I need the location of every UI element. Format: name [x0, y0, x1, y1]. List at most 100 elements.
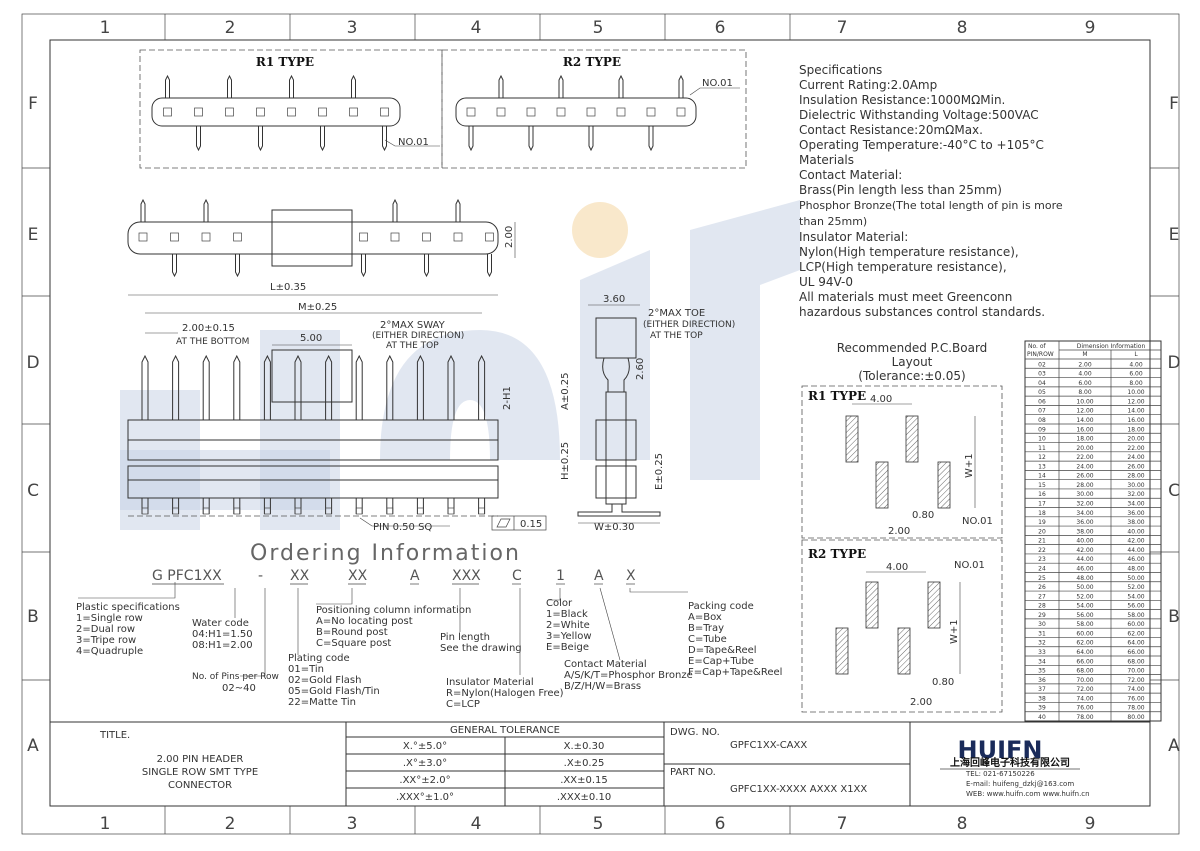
- table-cell: 29: [1038, 612, 1046, 619]
- positioning-info: A=No locating post: [316, 616, 413, 627]
- ordering-code-segment: -: [258, 568, 263, 584]
- table-cell: 18: [1038, 510, 1046, 517]
- table-cell: 44.00: [1127, 547, 1144, 554]
- dim-pitch: 2.00±0.15: [182, 323, 235, 334]
- table-cell: 39: [1038, 705, 1046, 712]
- table-cell: 22.00: [1127, 445, 1144, 452]
- dim-2-h1: 2-H1: [502, 386, 513, 410]
- table-cell: 32: [1038, 640, 1046, 647]
- table-cell: 32.00: [1076, 501, 1093, 508]
- table-cell: 13: [1038, 463, 1046, 470]
- plating-code: 02=Gold Flash: [288, 675, 361, 686]
- spec-line: Specifications: [799, 63, 882, 77]
- table-cell: 54.00: [1076, 603, 1093, 610]
- color-code: E=Beige: [546, 642, 589, 653]
- table-cell: 31: [1038, 630, 1046, 637]
- table-cell: 30.00: [1127, 482, 1144, 489]
- table-cell: 19: [1038, 519, 1046, 526]
- table-cell: 14.00: [1076, 417, 1093, 424]
- packing-code: E=Cap+Tube: [688, 656, 754, 667]
- general-tolerance: GENERAL TOLERANCE: [450, 725, 560, 736]
- part-number: GPFC1XX-XXXX AXXX X1XX: [730, 784, 867, 795]
- table-cell: 18.00: [1127, 426, 1144, 433]
- ordering-code-segment: G PFC1XX: [152, 568, 222, 584]
- table-cell: 42.00: [1076, 547, 1093, 554]
- dim-flat: 0.15: [520, 519, 542, 530]
- table-cell: 16.00: [1076, 426, 1093, 433]
- insulator-material: C=LCP: [446, 699, 480, 710]
- table-cell: 20: [1038, 528, 1046, 535]
- pins-per-row: No. of Pins per Row: [192, 672, 279, 682]
- dim-at-top-1: AT THE TOP: [386, 341, 439, 351]
- grid-col-top-7: 7: [837, 18, 848, 38]
- table-cell: 40.00: [1127, 528, 1144, 535]
- pcb-r1-0-80: 0.80: [912, 510, 934, 521]
- pin-length: Pin length: [440, 632, 490, 643]
- grid-col-bottom-6: 6: [715, 814, 726, 834]
- table-cell: 26.00: [1127, 463, 1144, 470]
- positioning-info: Positioning column information: [316, 605, 471, 616]
- table-cell: 12: [1038, 454, 1046, 461]
- grid-col-top-4: 4: [471, 18, 482, 38]
- table-cell: 24: [1038, 565, 1046, 572]
- pcb-r2-0-80: 0.80: [932, 677, 954, 688]
- table-cell: 28.00: [1127, 473, 1144, 480]
- table-cell: 56.00: [1127, 603, 1144, 610]
- contact-material: B/Z/H/W=Brass: [564, 681, 641, 692]
- color-code: 3=Yellow: [546, 631, 592, 642]
- dim-5-00: 5.00: [300, 333, 322, 344]
- grid-row-left-B: B: [27, 607, 39, 627]
- pcb-r1-label: R1 TYPE: [808, 389, 866, 403]
- table-cell: 34: [1038, 658, 1046, 665]
- plating-code: 22=Matte Tin: [288, 697, 356, 708]
- r2-no01: NO.01: [702, 78, 733, 89]
- dim-either-1: (EITHER DIRECTION): [372, 331, 464, 341]
- grid-row-left-D: D: [26, 353, 39, 373]
- table-cell: 27: [1038, 593, 1046, 600]
- table-cell: 25: [1038, 575, 1046, 582]
- pcb-r1-no01: NO.01: [962, 516, 993, 527]
- table-cell: 80.00: [1127, 714, 1144, 721]
- grid-row-left-C: C: [27, 481, 39, 501]
- color-code: 1=Black: [546, 609, 588, 620]
- table-cell: 64.00: [1127, 640, 1144, 647]
- dim-toe: 2°MAX TOE: [648, 308, 705, 319]
- table-cell: 23: [1038, 556, 1046, 563]
- spec-line: Dielectric Withstanding Voltage:500VAC: [799, 108, 1039, 122]
- table-cell: 56.00: [1076, 612, 1093, 619]
- spec-line: Current Rating:2.0Amp: [799, 78, 937, 92]
- table-cell: 52.00: [1127, 584, 1144, 591]
- table-cell: 54.00: [1127, 593, 1144, 600]
- table-cell: 14.00: [1127, 408, 1144, 415]
- dwg-label: DWG. NO.: [670, 727, 720, 738]
- table-cell: 35: [1038, 668, 1046, 675]
- company-logo: HUIFN: [958, 736, 1043, 764]
- part-label: PART NO.: [670, 767, 716, 778]
- grid-col-bottom-8: 8: [957, 814, 968, 834]
- table-cell: 4.00: [1078, 371, 1092, 378]
- table-cell: 22: [1038, 547, 1046, 554]
- table-cell: 64.00: [1076, 649, 1093, 656]
- table-cell: 12.00: [1127, 398, 1144, 405]
- dim-l: L±0.35: [270, 282, 306, 293]
- grid-row-left-F: F: [28, 94, 38, 114]
- tolerance-angle: .X°±3.0°: [403, 758, 447, 769]
- grid-col-bottom-2: 2: [225, 814, 236, 834]
- dim-sway: 2°MAX SWAY: [380, 320, 446, 331]
- spec-line: Nylon(High temperature resistance),: [799, 245, 1019, 259]
- ordering-code-segment: XX: [290, 568, 310, 584]
- table-cell: 2.00: [1078, 361, 1092, 368]
- dim-at-top-2: AT THE TOP: [650, 331, 703, 341]
- table-cell: 36.00: [1127, 510, 1144, 517]
- ordering-code-segment: A: [410, 568, 420, 584]
- packing-code: F=Cap+Tape&Reel: [688, 667, 782, 678]
- contact-material: A/S/K/T=Phosphor Bronze: [564, 670, 693, 681]
- title-block: TITLE. 2.00 PIN HEADER SINGLE ROW SMT TY…: [50, 721, 1150, 806]
- plastic-spec: 1=Single row: [76, 613, 143, 624]
- table-cell: 10: [1038, 436, 1046, 443]
- table-cell: 20.00: [1076, 445, 1093, 452]
